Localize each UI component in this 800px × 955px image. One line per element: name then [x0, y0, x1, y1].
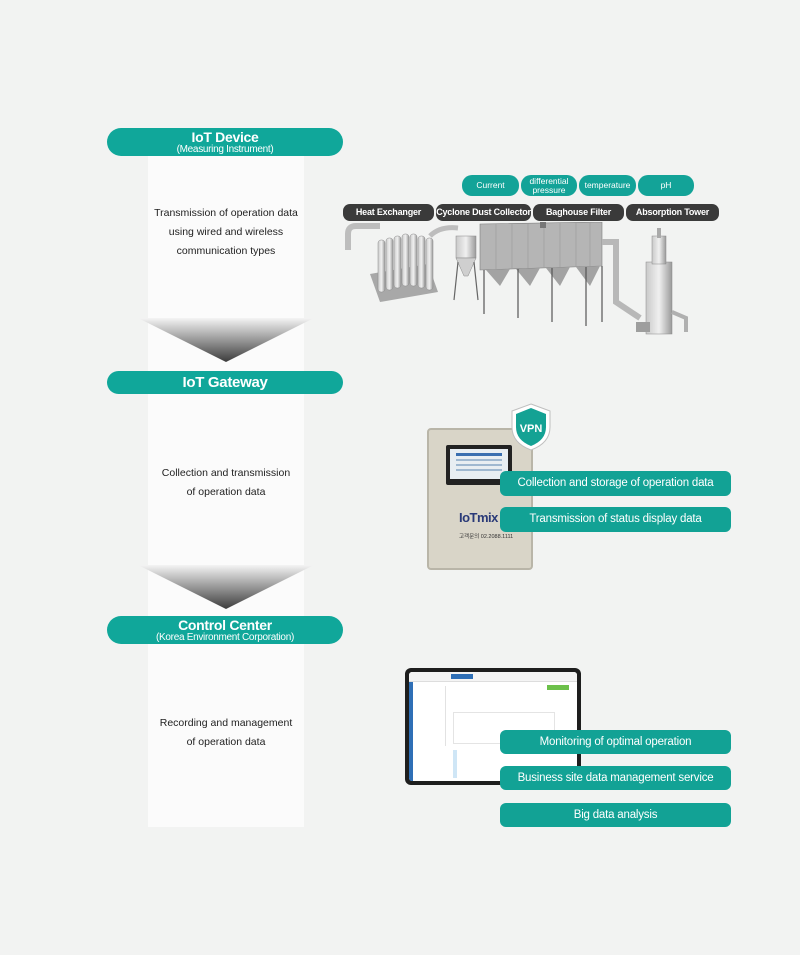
stage-subtitle: (Korea Environment Corporation): [156, 632, 294, 643]
equipment-tag-absorption: Absorption Tower: [626, 204, 719, 221]
gateway-feature-transmission: Transmission of status display data: [500, 507, 731, 532]
sensor-tag-current: Current: [462, 175, 519, 196]
stage-title: Control Center: [178, 617, 272, 633]
monitor-screen: [409, 672, 577, 781]
equipment-tag-baghouse: Baghouse Filter: [533, 204, 624, 221]
sensor-tag-ph: pH: [638, 175, 694, 196]
flow-column: [148, 150, 304, 827]
control-feature-monitoring: Monitoring of optimal operation: [500, 730, 731, 754]
vpn-shield-icon: [511, 403, 551, 451]
stage-control-center-header: Control Center (Korea Environment Corpor…: [107, 616, 343, 644]
desc-line: of operation data: [186, 736, 266, 748]
gateway-feature-collection: Collection and storage of operation data: [500, 471, 731, 496]
stage-iot-device-header: IoT Device (Measuring Instrument): [107, 128, 343, 156]
stage-iot-gateway-header: IoT Gateway: [107, 371, 343, 394]
gateway-screen: [446, 445, 512, 485]
stage-iot-gateway-description: Collection and transmission of operation…: [148, 464, 304, 502]
desc-line: using wired and wireless: [168, 226, 284, 238]
stage-title: IoT Gateway: [182, 374, 268, 391]
desc-line: of operation data: [186, 486, 266, 498]
stage-control-center-description: Recording and management of operation da…: [148, 714, 304, 752]
down-chevron-icon: [138, 318, 314, 362]
stage-title: IoT Device: [191, 129, 259, 145]
equipment-tag-heat-exchanger: Heat Exchanger: [343, 204, 434, 221]
industrial-plant-illustration: [345, 222, 688, 335]
control-monitor: [405, 668, 581, 785]
gateway-phone: 고객문의 02.2088.1111: [459, 534, 514, 540]
desc-line: Recording and management: [159, 717, 293, 729]
gateway-device: IoTmix 고객문의 02.2088.1111: [427, 428, 533, 570]
equipment-tag-cyclone: Cyclone Dust Collector: [436, 204, 531, 221]
stage-subtitle: (Measuring Instrument): [176, 144, 274, 155]
gateway-brand: IoTmix: [459, 510, 498, 525]
desc-line: Transmission of operation data: [154, 207, 298, 219]
down-chevron-icon: [138, 565, 314, 609]
control-feature-big-data: Big data analysis: [500, 803, 731, 827]
vpn-label: VPN: [519, 423, 543, 435]
sensor-tag-temperature: temperature: [579, 175, 636, 196]
desc-line: communication types: [176, 245, 276, 257]
desc-line: Collection and transmission: [161, 467, 291, 479]
stage-iot-device-description: Transmission of operation data using wir…: [148, 204, 304, 261]
sensor-tag-differential-pressure: differential pressure: [521, 175, 577, 196]
control-feature-site-data: Business site data management service: [500, 766, 731, 790]
